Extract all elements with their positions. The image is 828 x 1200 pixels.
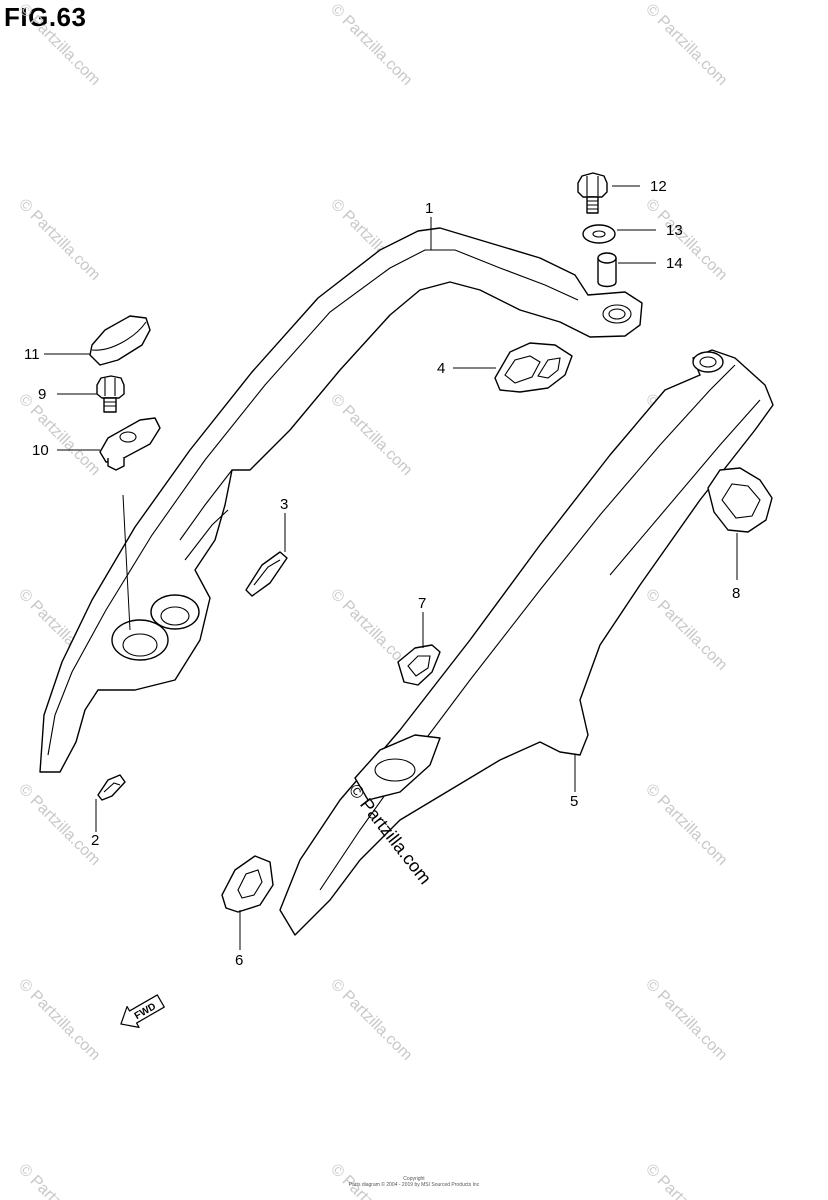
watermark-text: © Partzilla.com bbox=[642, 976, 730, 1064]
part-9-bolt bbox=[96, 375, 125, 413]
watermark-text: © Partzilla.com bbox=[15, 1, 103, 89]
callout-12: 12 bbox=[650, 178, 667, 195]
callout-5: 5 bbox=[570, 793, 578, 810]
callout-6: 6 bbox=[235, 952, 243, 969]
footer: Copyright Parts diagram © 2004 - 2019 by… bbox=[0, 1176, 828, 1188]
callout-11: 11 bbox=[24, 346, 40, 363]
part-11-cap bbox=[89, 315, 151, 366]
footer-line-2: Parts diagram © 2004 - 2019 by MSI Sourc… bbox=[348, 1182, 480, 1188]
watermark-text: © Partzilla.com bbox=[327, 391, 415, 479]
fwd-label: FWD bbox=[133, 1001, 158, 1022]
callout-2: 2 bbox=[91, 832, 99, 849]
watermark-text: © Partzilla.com bbox=[15, 781, 103, 869]
part-12-bolt bbox=[577, 172, 608, 214]
callout-4: 4 bbox=[437, 360, 445, 377]
callout-9: 9 bbox=[38, 386, 46, 403]
callout-8: 8 bbox=[732, 585, 740, 602]
callout-3: 3 bbox=[280, 496, 288, 513]
part-10-plate bbox=[99, 417, 161, 471]
fwd-direction-icon: FWD bbox=[120, 994, 165, 1028]
part-13-washer bbox=[582, 224, 616, 244]
callout-1: 1 bbox=[425, 200, 433, 217]
part-8-cushion bbox=[707, 467, 773, 533]
watermark-text: © Partzilla.com bbox=[642, 196, 730, 284]
watermark-text: © Partzilla.com bbox=[642, 586, 730, 674]
watermark-text: © Partzilla.com bbox=[642, 1, 730, 89]
callout-13: 13 bbox=[666, 222, 683, 239]
watermark-text: © Partzilla.com bbox=[15, 391, 103, 479]
part-1-grab-rail-left bbox=[39, 227, 643, 773]
callout-labels: 1 2 3 4 5 6 7 8 9 10 11 12 13 14 bbox=[24, 178, 740, 969]
watermark-text: © Partzilla.com bbox=[327, 976, 415, 1064]
watermark-text: © Partzilla.com bbox=[642, 781, 730, 869]
part-5-grab-rail-right bbox=[279, 349, 774, 936]
leader-lines bbox=[44, 185, 738, 950]
callout-14: 14 bbox=[666, 255, 683, 272]
part-4-cushion bbox=[494, 342, 573, 393]
figure-title: FIG.63 bbox=[4, 2, 87, 32]
callout-7: 7 bbox=[418, 595, 426, 612]
footer-line-1: Copyright bbox=[403, 1176, 425, 1182]
part-6-cushion bbox=[221, 855, 274, 913]
part-14-collar bbox=[597, 252, 617, 288]
part-2-cushion bbox=[97, 774, 126, 801]
part-7-cushion bbox=[397, 644, 441, 686]
watermark-text: © Partzilla.com bbox=[15, 976, 103, 1064]
watermark-text: © Partzilla.com bbox=[15, 196, 103, 284]
part-3-cushion bbox=[245, 551, 288, 597]
watermark-text: © Partzilla.com bbox=[327, 1, 415, 89]
callout-10: 10 bbox=[32, 442, 49, 459]
